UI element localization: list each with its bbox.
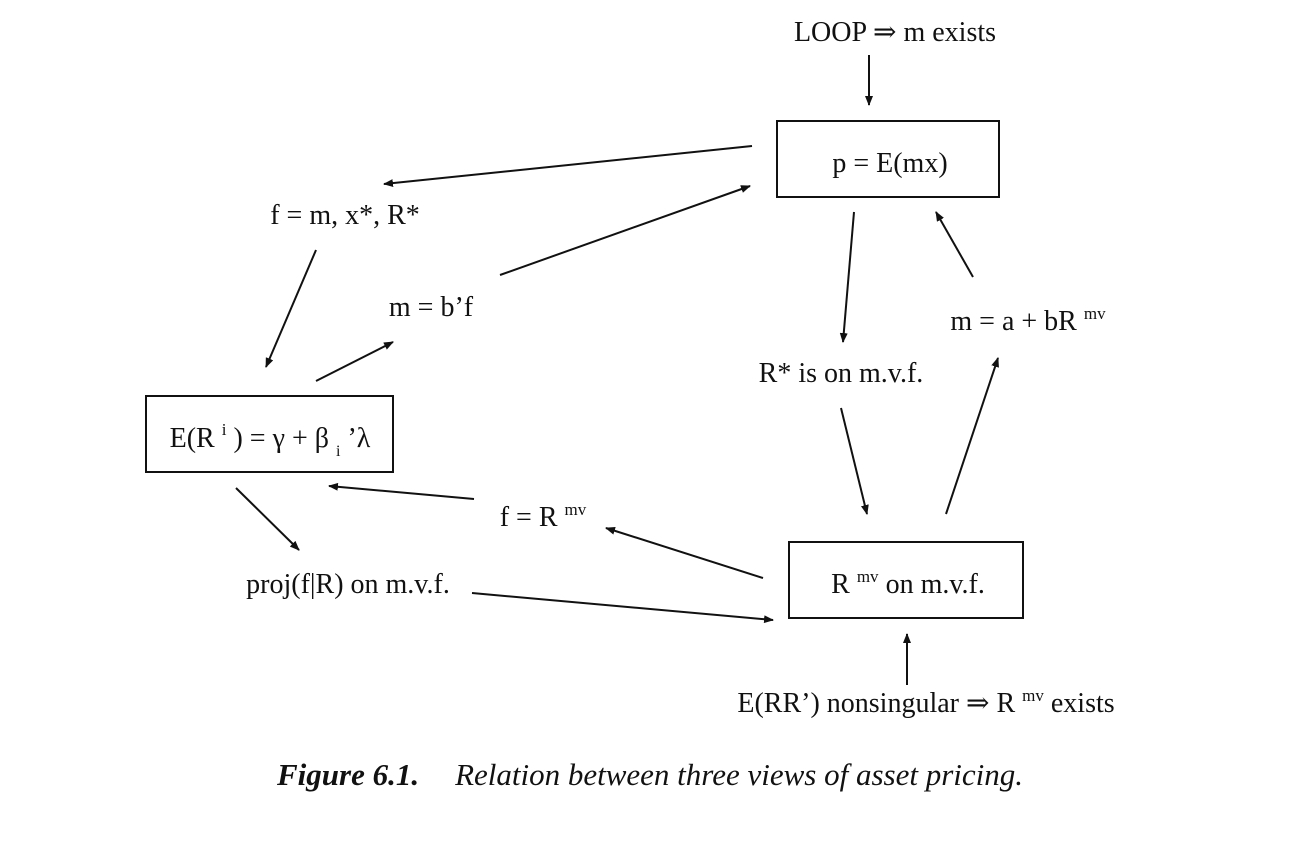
projection-label: proj(f|R) on m.v.f. — [246, 569, 450, 600]
beta-representation-subscript: i — [336, 443, 341, 460]
arrow-frontier-to-factor-rmv — [605, 526, 764, 579]
arrow-linear-model-to-pricing — [499, 185, 751, 276]
factor-rmv-label: f = R mv — [500, 500, 587, 533]
arrow-projection-to-frontier — [471, 592, 774, 624]
nonsingular-rmv-exists-superscript: mv — [1022, 686, 1044, 705]
mean-variance-frontier-base: R — [831, 569, 850, 600]
arrow-factor-rmv-to-beta — [328, 482, 475, 500]
pricing-equation-label: p = E(mx) — [832, 148, 947, 179]
affine-discount-factor-label: m = a + bR mv — [950, 304, 1106, 337]
nonsingular-rmv-exists-label: E(RR’) nonsingular ⇒ R mv exists — [737, 677, 1114, 719]
factor-rmv-base: f = R — [500, 502, 558, 533]
nonsingular-rmv-exists-post: exists — [1051, 688, 1115, 719]
beta-representation-superscript: i — [222, 420, 227, 439]
arrow-frontier-to-affine — [945, 357, 999, 515]
pricing-equation-box — [776, 120, 1000, 198]
arrow-affine-to-pricing — [935, 211, 974, 278]
arrow-pricing-to-rstar — [839, 211, 855, 343]
mean-variance-frontier-rest: on m.v.f. — [886, 569, 985, 600]
mean-variance-frontier-superscript: mv — [857, 567, 879, 586]
figure-caption: Figure 6.1. Relation between three views … — [0, 757, 1300, 793]
beta-representation-box — [145, 395, 394, 473]
rstar-frontier-label: R* is on m.v.f. — [759, 358, 924, 389]
loop-exists-label: LOOP ⇒ m exists — [794, 17, 996, 48]
beta-representation-middle: ) = γ + β — [233, 423, 329, 454]
linear-factor-model-label: m = b’f — [389, 292, 474, 323]
figure-caption-text: Relation between three views of asset pr… — [455, 757, 1024, 792]
beta-representation-base: E(R — [170, 423, 215, 454]
factor-rmv-superscript: mv — [565, 500, 587, 519]
mean-variance-frontier-label: R mv on m.v.f. — [831, 558, 985, 600]
beta-representation-end: ’λ — [347, 423, 370, 454]
arrow-beta-to-linear-model — [315, 341, 394, 382]
arrow-rstar-to-frontier — [840, 407, 869, 515]
arrow-factor-list-to-beta — [265, 249, 317, 368]
arrow-pricing-to-factor-list — [383, 145, 753, 188]
affine-discount-factor-superscript: mv — [1084, 304, 1106, 323]
factor-list-label: f = m, x*, R* — [270, 200, 420, 231]
beta-representation-label: E(R i ) = γ + β i ’λ — [170, 411, 371, 463]
nonsingular-rmv-exists-pre: E(RR’) nonsingular ⇒ R — [737, 688, 1015, 719]
mean-variance-frontier-box — [788, 541, 1024, 619]
figure-number: Figure 6.1. — [276, 757, 420, 792]
affine-discount-factor-base: m = a + bR — [950, 306, 1077, 337]
arrow-beta-to-projection — [235, 487, 300, 551]
